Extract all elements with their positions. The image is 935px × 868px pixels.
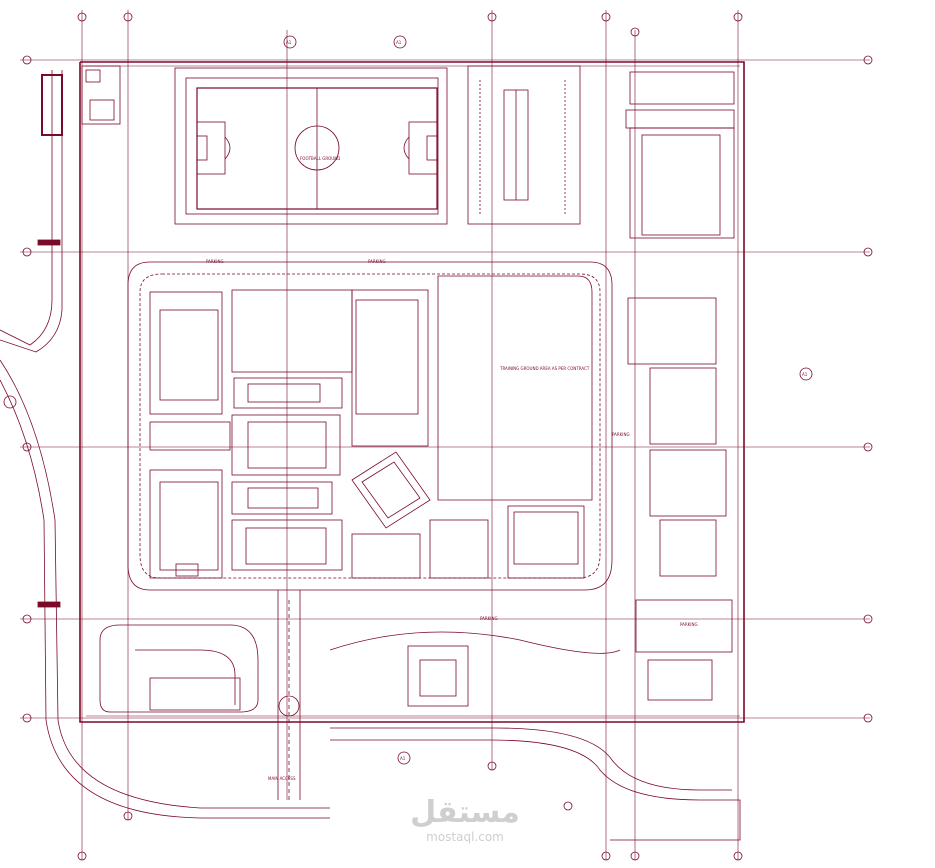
south-area [99,624,621,713]
watermark-url: mostaql.com [426,830,504,844]
section-mark-label-n: A1 [286,40,292,45]
watermark: مستقل mostaql.com [400,796,530,856]
inner-road [127,261,613,591]
grid-bubbles [22,12,873,861]
section-mark-label-e: A1 [802,372,808,377]
southeast-road [330,727,741,841]
rotated-pavilion [351,451,431,529]
section-marks [3,35,813,765]
school-block-west-lower [149,469,223,579]
label-football-ground: FOOTBALL GROUND [300,156,340,161]
drawing-labels: FOOTBALL GROUND PARKING PARKING PARKING … [206,40,808,781]
training-ground [437,275,593,501]
section-mark-label-s: A1 [400,756,406,761]
central-courts [231,289,353,571]
south-central-blocks [351,505,585,579]
label-parking-5: PARKING [680,622,698,627]
watermark-brand: مستقل [410,795,520,830]
section-mark-label-n2: A1 [396,40,402,45]
site-boundary [79,61,745,723]
main-access-road [277,590,301,800]
grid-lines-vertical [81,10,739,860]
label-main-access: MAIN ACCESS [268,776,296,781]
grid-lines-horizontal [20,59,870,719]
building-northeast [625,71,735,239]
label-parking-3: PARKING [612,432,630,437]
gate-house [81,65,121,125]
school-block-west-upper [149,291,231,451]
label-parking-4: PARKING [480,616,498,621]
school-block-central [351,289,429,447]
football-ground [174,67,448,225]
label-parking-1: PARKING [206,259,224,264]
parking-north [467,65,581,225]
east-buildings [627,297,733,701]
west-road [0,70,330,819]
label-parking-2: PARKING [368,259,386,264]
label-training-ground: TRAINING GROUND AREA AS PER CONTRACT [499,366,590,371]
